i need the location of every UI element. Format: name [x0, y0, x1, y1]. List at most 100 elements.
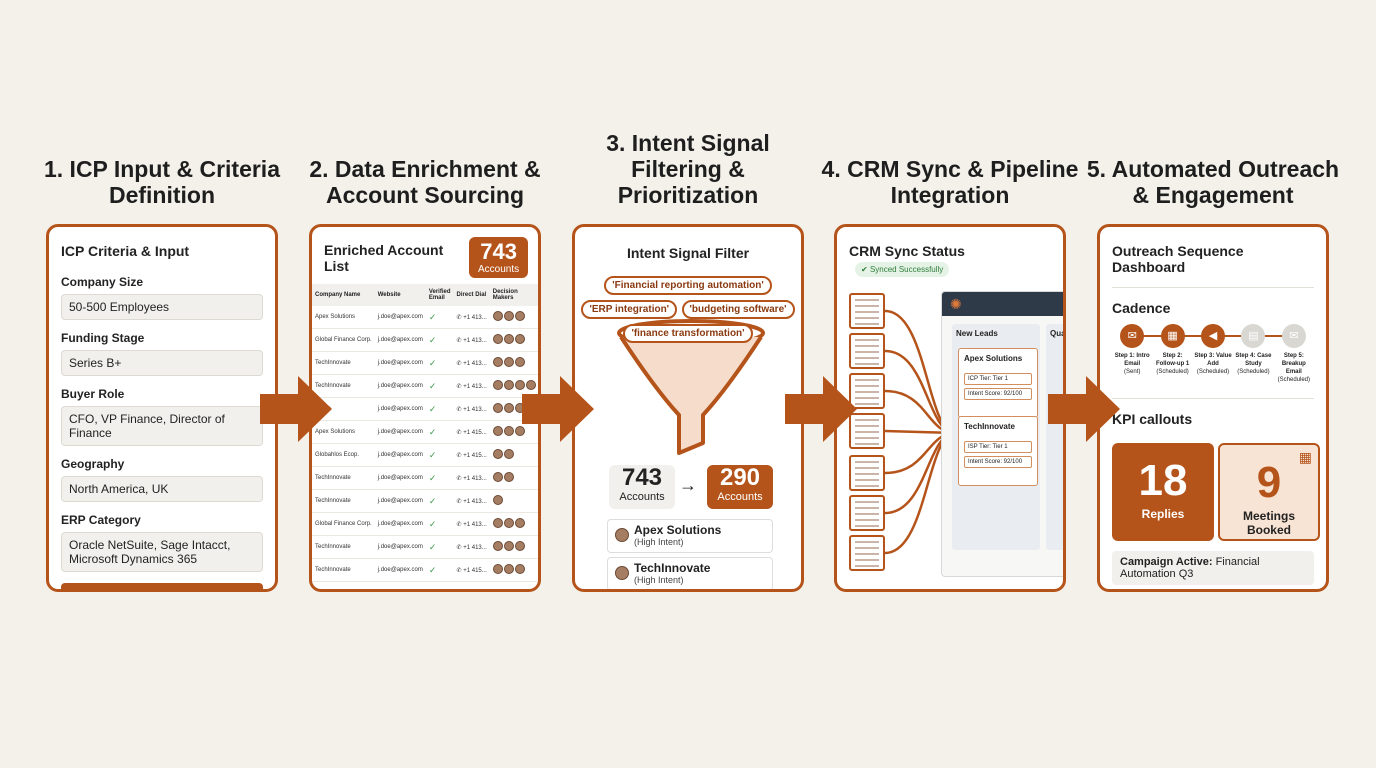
avatar [503, 541, 514, 551]
decision-makers-cell [489, 420, 538, 444]
phone-icon: ✆ [456, 429, 464, 436]
icp-field: Company Size 50-500 Employees [61, 275, 263, 320]
erp-category-field[interactable]: Oracle NetSuite, Sage Intacct, Microsoft… [61, 532, 263, 572]
dial-cell: ✆ +1 413... [453, 466, 490, 490]
phone-icon: ✆ [456, 314, 464, 321]
account-count-unit: Accounts [478, 264, 520, 275]
cadence-step[interactable]: ✉ Step 5: Breakup Email (Scheduled) [1274, 324, 1314, 384]
buyer-role-field[interactable]: CFO, VP Finance, Director of Finance [61, 406, 263, 446]
crm-lead-tier: ISP Tier: Tier 1 [964, 441, 1032, 453]
decision-makers-cell [489, 374, 538, 398]
icp-card-title: ICP Criteria & Input [61, 243, 190, 259]
company-size-field[interactable]: 50-500 Employees [61, 294, 263, 320]
intent-tag[interactable]: 'finance transformation' [623, 324, 753, 343]
icp-field: ERP Category Oracle NetSuite, Sage Intac… [61, 513, 263, 572]
verified-cell: ✓ [425, 420, 454, 444]
crm-lead-card[interactable]: TechInnovate ISP Tier: Tier 1 Intent Sco… [958, 416, 1038, 486]
filter-to-stat: 290 Accounts [707, 465, 773, 509]
avatar [503, 518, 514, 528]
check-icon: ✓ [428, 380, 437, 391]
icp-field-label: Funding Stage [61, 331, 145, 345]
avatar [492, 564, 503, 574]
lead-item[interactable]: Apex Solutions (High Intent) [607, 519, 773, 553]
avatar [514, 311, 525, 321]
flow-arrow-icon [260, 376, 332, 442]
avatar [492, 357, 503, 367]
dial-cell: ✆ +1 415... [453, 420, 490, 444]
check-icon: ✓ [428, 426, 437, 437]
dial-value: +1 413... [463, 521, 487, 528]
website-cell: j.doe@apex.com [374, 351, 426, 375]
phone-icon: ✆ [456, 498, 464, 505]
check-icon: ✓ [428, 495, 437, 506]
icp-field: Funding Stage Series B+ [61, 331, 263, 376]
dial-value: +1 413... [463, 475, 487, 482]
column-header[interactable]: Verified Email [425, 284, 454, 306]
verified-cell: ✓ [425, 512, 454, 536]
avatar [492, 334, 503, 344]
avatar [503, 426, 514, 436]
table-row[interactable]: Globahlos Ecop.j.doe@apex.com✓✆ +1 415..… [312, 443, 538, 467]
cadence-step[interactable]: ◀ Step 3: Value Add (Scheduled) [1193, 324, 1233, 384]
geography-field[interactable]: North America, UK [61, 476, 263, 502]
step-1-title: 1. ICP Input & Criteria Definition [43, 156, 280, 208]
table-row[interactable]: Global Finance Corp.j.doe@apex.com✓✆ +1 … [312, 328, 538, 352]
table-row[interactable]: ...valaj.doe@apex.com✓✆ +1 413... [312, 397, 538, 421]
cadence-step[interactable]: ✉ Step 1: Intro Email (Sent) [1112, 324, 1152, 384]
cadence-step[interactable]: ▦ Step 2: Follow-up 1 (Scheduled) [1152, 324, 1192, 384]
funding-stage-field[interactable]: Series B+ [61, 350, 263, 376]
right-arrow-icon: → [679, 475, 697, 495]
company-cell: TechInnovate [312, 374, 375, 398]
dial-value: +1 413... [463, 360, 487, 367]
step-label: Step 1: Intro Email [1114, 353, 1150, 367]
crm-lead-card[interactable]: Apex Solutions ICP Tier: Tier 1 Intent S… [958, 348, 1038, 418]
step-state: (Scheduled) [1156, 369, 1189, 375]
document-icon: ▤ [1241, 324, 1266, 348]
phone-icon: ✆ [456, 521, 464, 528]
avatar [492, 311, 503, 321]
cadence-step[interactable]: ▤ Step 4: Case Study (Scheduled) [1233, 324, 1273, 384]
check-icon: ✓ [428, 564, 437, 575]
account-count-badge: 743 Accounts [469, 237, 528, 278]
record-doc-icon [849, 373, 885, 409]
decision-makers-cell [489, 558, 538, 582]
step-label: Step 2: Follow-up 1 [1155, 353, 1190, 367]
verified-cell: ✓ [425, 558, 454, 582]
column-header[interactable]: Direct Dial [453, 284, 490, 306]
icp-field-label: Buyer Role [61, 387, 125, 401]
avatar [492, 449, 503, 459]
dial-value: +1 413... [463, 383, 487, 390]
avatar [503, 380, 514, 390]
check-icon: ✓ [428, 518, 437, 529]
intent-tag[interactable]: 'ERP integration' [581, 300, 678, 319]
flow-arrow-icon [522, 376, 594, 442]
company-cell: Globahlos Ecop. [312, 443, 375, 467]
column-header[interactable]: Company Name [312, 284, 375, 306]
dial-value: +1 413... [463, 544, 487, 551]
lead-name: Apex Solutions [634, 523, 722, 537]
avatar [492, 541, 503, 551]
website-cell: j.doe@apex.com [374, 306, 426, 329]
phone-icon: ✆ [456, 406, 464, 413]
avatar [492, 403, 503, 413]
column-header[interactable]: Website [374, 284, 426, 306]
lead-item[interactable]: TechInnovate (High Intent) [607, 557, 773, 589]
column-header[interactable]: Decision Makers [489, 284, 538, 306]
generate-target-list-button[interactable]: Generate Target List [61, 583, 263, 589]
record-doc-icon [849, 413, 885, 449]
table-row[interactable]: Global Finance Corp.j.doe@apex.com✓✆ +1 … [312, 512, 538, 536]
intent-tag[interactable]: 'budgeting software' [681, 300, 795, 319]
avatar [514, 564, 525, 574]
intent-tag[interactable]: 'Financial reporting automation' [604, 276, 772, 295]
decision-makers-cell [489, 466, 538, 490]
replies-count: 18 [1138, 456, 1188, 505]
avatar [514, 357, 525, 367]
